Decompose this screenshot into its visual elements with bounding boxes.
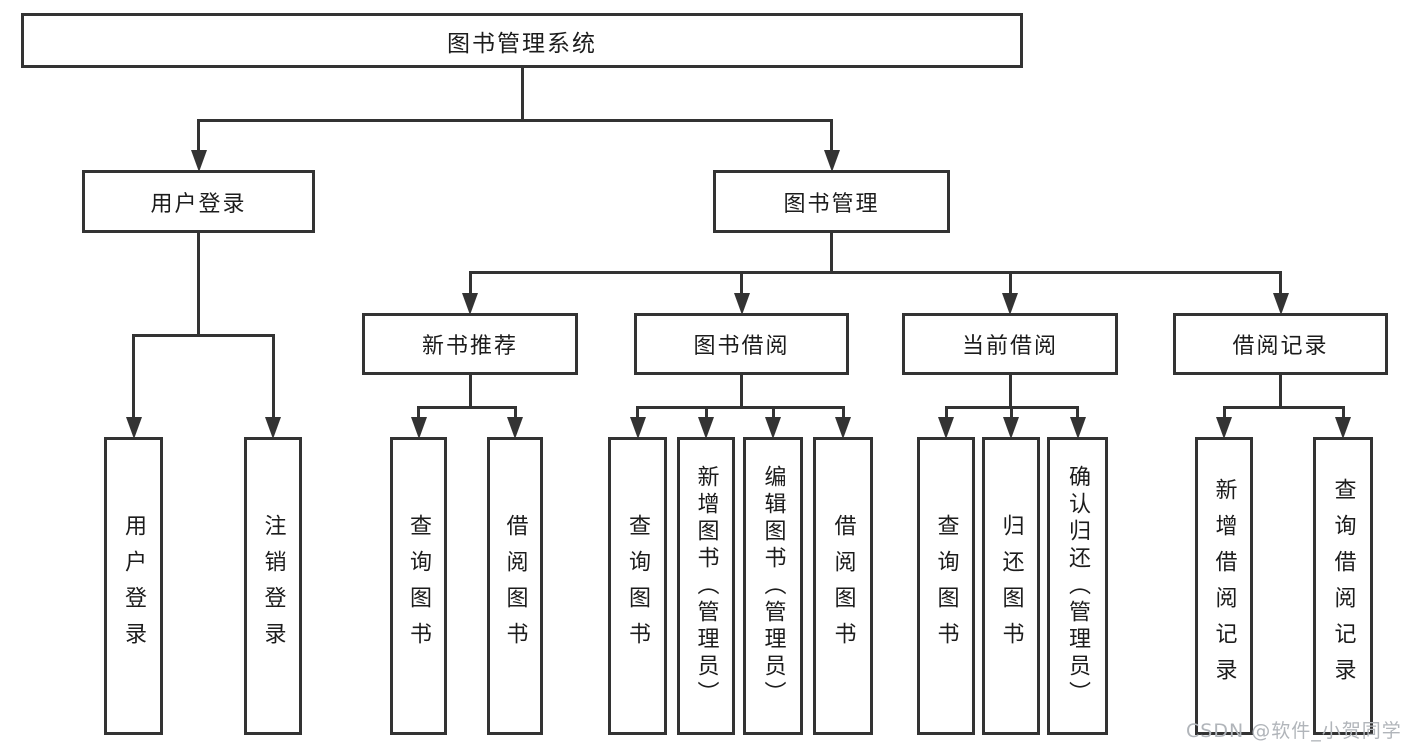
- node-bb-borrow: 借阅图书: [813, 437, 873, 735]
- node-label: 确认归还（管理员）: [1065, 464, 1091, 708]
- arrowhead-down-icon: [835, 417, 851, 439]
- node-label: 图书管理系统: [447, 30, 597, 57]
- connector-line: [1076, 407, 1079, 419]
- node-br-add: 新增借阅记录: [1195, 437, 1253, 735]
- node-label: 借阅图书: [830, 514, 856, 658]
- connector-line: [468, 272, 472, 295]
- connector-line: [1341, 407, 1345, 419]
- node-label: 图书借阅: [693, 334, 790, 359]
- connector-line: [636, 407, 639, 419]
- connector-line: [468, 375, 472, 407]
- node-login: 用户登录: [104, 437, 163, 735]
- connector-line: [740, 375, 743, 407]
- node-label: 新增图书（管理员）: [693, 464, 719, 708]
- connector-line: [1222, 405, 1345, 409]
- node-root: 图书管理系统: [21, 13, 1023, 68]
- connector-line: [841, 407, 845, 419]
- node-bb-edit: 编辑图书（管理员）: [743, 437, 803, 735]
- connector-line: [1222, 407, 1226, 419]
- arrowhead-down-icon: [629, 417, 646, 439]
- arrowhead-down-icon: [190, 150, 207, 172]
- arrowhead-down-icon: [410, 417, 427, 439]
- node-logout: 注销登录: [244, 437, 302, 735]
- node-borrow-records: 借阅记录: [1173, 313, 1388, 375]
- node-label: 查询图书: [933, 514, 959, 658]
- connector-line: [1279, 375, 1282, 407]
- arrowhead-down-icon: [1003, 417, 1019, 439]
- arrowhead-down-icon: [733, 293, 750, 315]
- node-bb-add: 新增图书（管理员）: [677, 437, 735, 735]
- connector-line: [1008, 375, 1012, 407]
- connector-line: [830, 120, 833, 152]
- arrowhead-down-icon: [1335, 417, 1351, 439]
- connector-line: [740, 272, 743, 295]
- connector-line: [132, 335, 135, 419]
- node-label: 图书管理: [783, 191, 880, 217]
- connector-line: [520, 68, 524, 120]
- node-label: 查询图书: [406, 514, 432, 658]
- node-label: 新书推荐: [421, 334, 518, 359]
- arrowhead-down-icon: [938, 417, 954, 439]
- node-cb-query: 查询图书: [917, 437, 975, 735]
- node-label: 用户登录: [150, 191, 247, 217]
- arrowhead-down-icon: [1002, 293, 1018, 315]
- node-br-query: 查询借阅记录: [1313, 437, 1373, 735]
- node-cb-confirm: 确认归还（管理员）: [1047, 437, 1108, 735]
- arrowhead-down-icon: [765, 417, 781, 439]
- connector-line: [271, 335, 275, 419]
- connector-line: [468, 270, 1282, 274]
- arrowhead-down-icon: [265, 417, 281, 439]
- connector-line: [1009, 407, 1013, 419]
- node-label: 查询图书: [625, 514, 651, 658]
- node-label: 当前借阅: [961, 334, 1058, 359]
- node-cb-return: 归还图书: [982, 437, 1040, 735]
- connector-line: [704, 407, 708, 419]
- node-label: 用户登录: [121, 514, 147, 658]
- arrowhead-down-icon: [462, 293, 478, 315]
- node-book-borrow: 图书借阅: [634, 313, 849, 375]
- node-label: 归还图书: [998, 514, 1024, 658]
- node-current-borrow: 当前借阅: [902, 313, 1118, 375]
- connector-line: [1279, 272, 1282, 295]
- connector-line: [417, 407, 420, 419]
- node-nbr-borrow: 借阅图书: [487, 437, 543, 735]
- arrowhead-down-icon: [823, 150, 840, 172]
- connector-line: [771, 407, 775, 419]
- connector-line: [197, 118, 833, 122]
- node-label: 查询借阅记录: [1330, 478, 1356, 694]
- watermark: CSDN @软件_小贺同学: [1186, 720, 1402, 742]
- arrowhead-down-icon: [507, 417, 523, 439]
- arrowhead-down-icon: [1069, 417, 1086, 439]
- connector-line: [417, 405, 517, 409]
- node-new-book-rec: 新书推荐: [362, 313, 578, 375]
- node-label: 借阅记录: [1232, 334, 1329, 359]
- connector-line: [944, 407, 948, 419]
- arrowhead-down-icon: [1216, 417, 1232, 439]
- arrowhead-down-icon: [698, 417, 714, 439]
- node-label: 注销登录: [260, 514, 286, 658]
- node-nbr-query: 查询图书: [390, 437, 447, 735]
- node-book-mgmt: 图书管理: [713, 170, 950, 233]
- connector-line: [513, 407, 517, 419]
- node-label: 编辑图书（管理员）: [760, 464, 786, 708]
- connector-line: [132, 333, 275, 337]
- node-bb-query: 查询图书: [608, 437, 667, 735]
- connector-line: [636, 405, 845, 409]
- node-user-login: 用户登录: [82, 170, 315, 233]
- connector-line: [830, 233, 833, 272]
- node-label: 借阅图书: [502, 514, 528, 658]
- connector-line: [197, 120, 200, 152]
- arrowhead-down-icon: [125, 417, 142, 439]
- node-label: 新增借阅记录: [1211, 478, 1237, 694]
- connector-line: [1008, 272, 1012, 295]
- connector-line: [197, 233, 200, 335]
- arrowhead-down-icon: [1272, 293, 1289, 315]
